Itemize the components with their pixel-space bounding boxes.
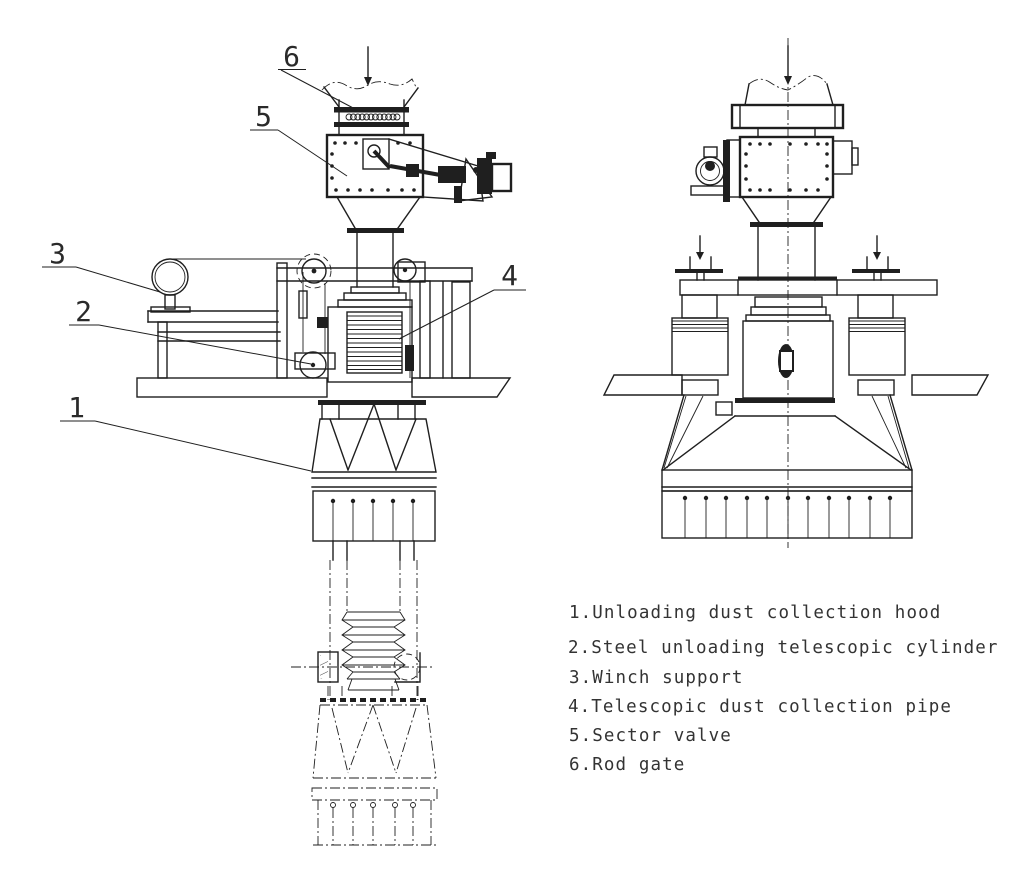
cable-pulley-top-right xyxy=(393,258,426,283)
guide-bracket xyxy=(317,651,339,683)
legend-item-2: 2.Steel unloading telescopic cylinder xyxy=(568,638,999,658)
side-inlet-right xyxy=(852,235,900,281)
legend-item-5: 5.Sector valve xyxy=(569,726,732,746)
callout-4: 4 xyxy=(398,259,526,340)
dust-collection-hood-front xyxy=(661,394,913,539)
winch-cables xyxy=(298,272,414,378)
telescopic-cylinder-pulley xyxy=(294,351,336,379)
inlet-break-line-front xyxy=(744,75,834,106)
front-view xyxy=(602,38,990,548)
support-beam-front xyxy=(679,276,938,296)
cable-pulley-top-left xyxy=(173,253,332,289)
inlet-flange xyxy=(730,103,845,138)
outlet-funnel-front xyxy=(741,196,832,281)
lift-cylinder-left xyxy=(671,294,729,396)
hood-skirt-front xyxy=(682,495,893,538)
pipe-ribs xyxy=(347,315,402,370)
legend: 1.Unloading dust collection hood 2.Steel… xyxy=(568,603,999,775)
floor-slab-front-view xyxy=(602,374,990,396)
sector-valve-front xyxy=(690,135,859,202)
extended-position-phantom xyxy=(291,560,438,846)
center-spindle xyxy=(778,344,794,378)
valve-side-bracket xyxy=(832,140,859,175)
callout-1: 1 xyxy=(60,391,312,472)
callout-4-number: 4 xyxy=(501,259,519,292)
center-telescopic-column xyxy=(742,296,834,399)
callout-1-number: 1 xyxy=(68,391,86,424)
dust-collection-hood xyxy=(311,400,437,561)
legend-item-4: 4.Telescopic dust collection pipe xyxy=(568,697,952,717)
bellows xyxy=(341,611,406,691)
lift-cylinder-right xyxy=(848,294,906,396)
material-flow-arrow xyxy=(364,46,372,86)
side-inlet-left xyxy=(675,235,723,281)
telescopic-dust-pipe xyxy=(327,286,413,383)
rod-gate-rods xyxy=(345,113,401,121)
callout-6-number: 6 xyxy=(283,40,301,73)
valve-outlet-funnel xyxy=(336,196,421,233)
material-flow-arrow-front xyxy=(784,45,792,85)
callout-5-number: 5 xyxy=(255,100,273,133)
valve-actuator xyxy=(362,138,513,203)
rod-gate xyxy=(334,99,409,136)
legend-item-3: 3.Winch support xyxy=(569,668,744,688)
drop-pipe xyxy=(356,232,394,288)
callout-3: 3 xyxy=(42,237,161,293)
support-frame xyxy=(147,262,473,379)
sector-valve xyxy=(325,133,425,199)
lower-cable-pulley xyxy=(393,652,421,683)
callout-3-number: 3 xyxy=(49,237,67,270)
callout-2: 2 xyxy=(69,295,312,365)
callouts: 6 5 3 2 4 1 xyxy=(42,40,526,472)
valve-bolts-front xyxy=(744,142,829,192)
valve-bolts xyxy=(330,141,416,192)
side-view xyxy=(136,46,513,846)
callout-2-number: 2 xyxy=(75,295,93,328)
legend-item-1: 1.Unloading dust collection hood xyxy=(569,603,941,623)
legend-item-6: 6.Rod gate xyxy=(569,755,685,775)
valve-motor xyxy=(690,140,730,202)
hood-skirt xyxy=(330,498,416,541)
winch-support xyxy=(150,258,191,313)
callout-6: 6 xyxy=(278,40,358,111)
floor-slab-side-view xyxy=(136,377,512,398)
callout-5: 5 xyxy=(250,100,348,177)
phantom-hood xyxy=(311,704,438,846)
